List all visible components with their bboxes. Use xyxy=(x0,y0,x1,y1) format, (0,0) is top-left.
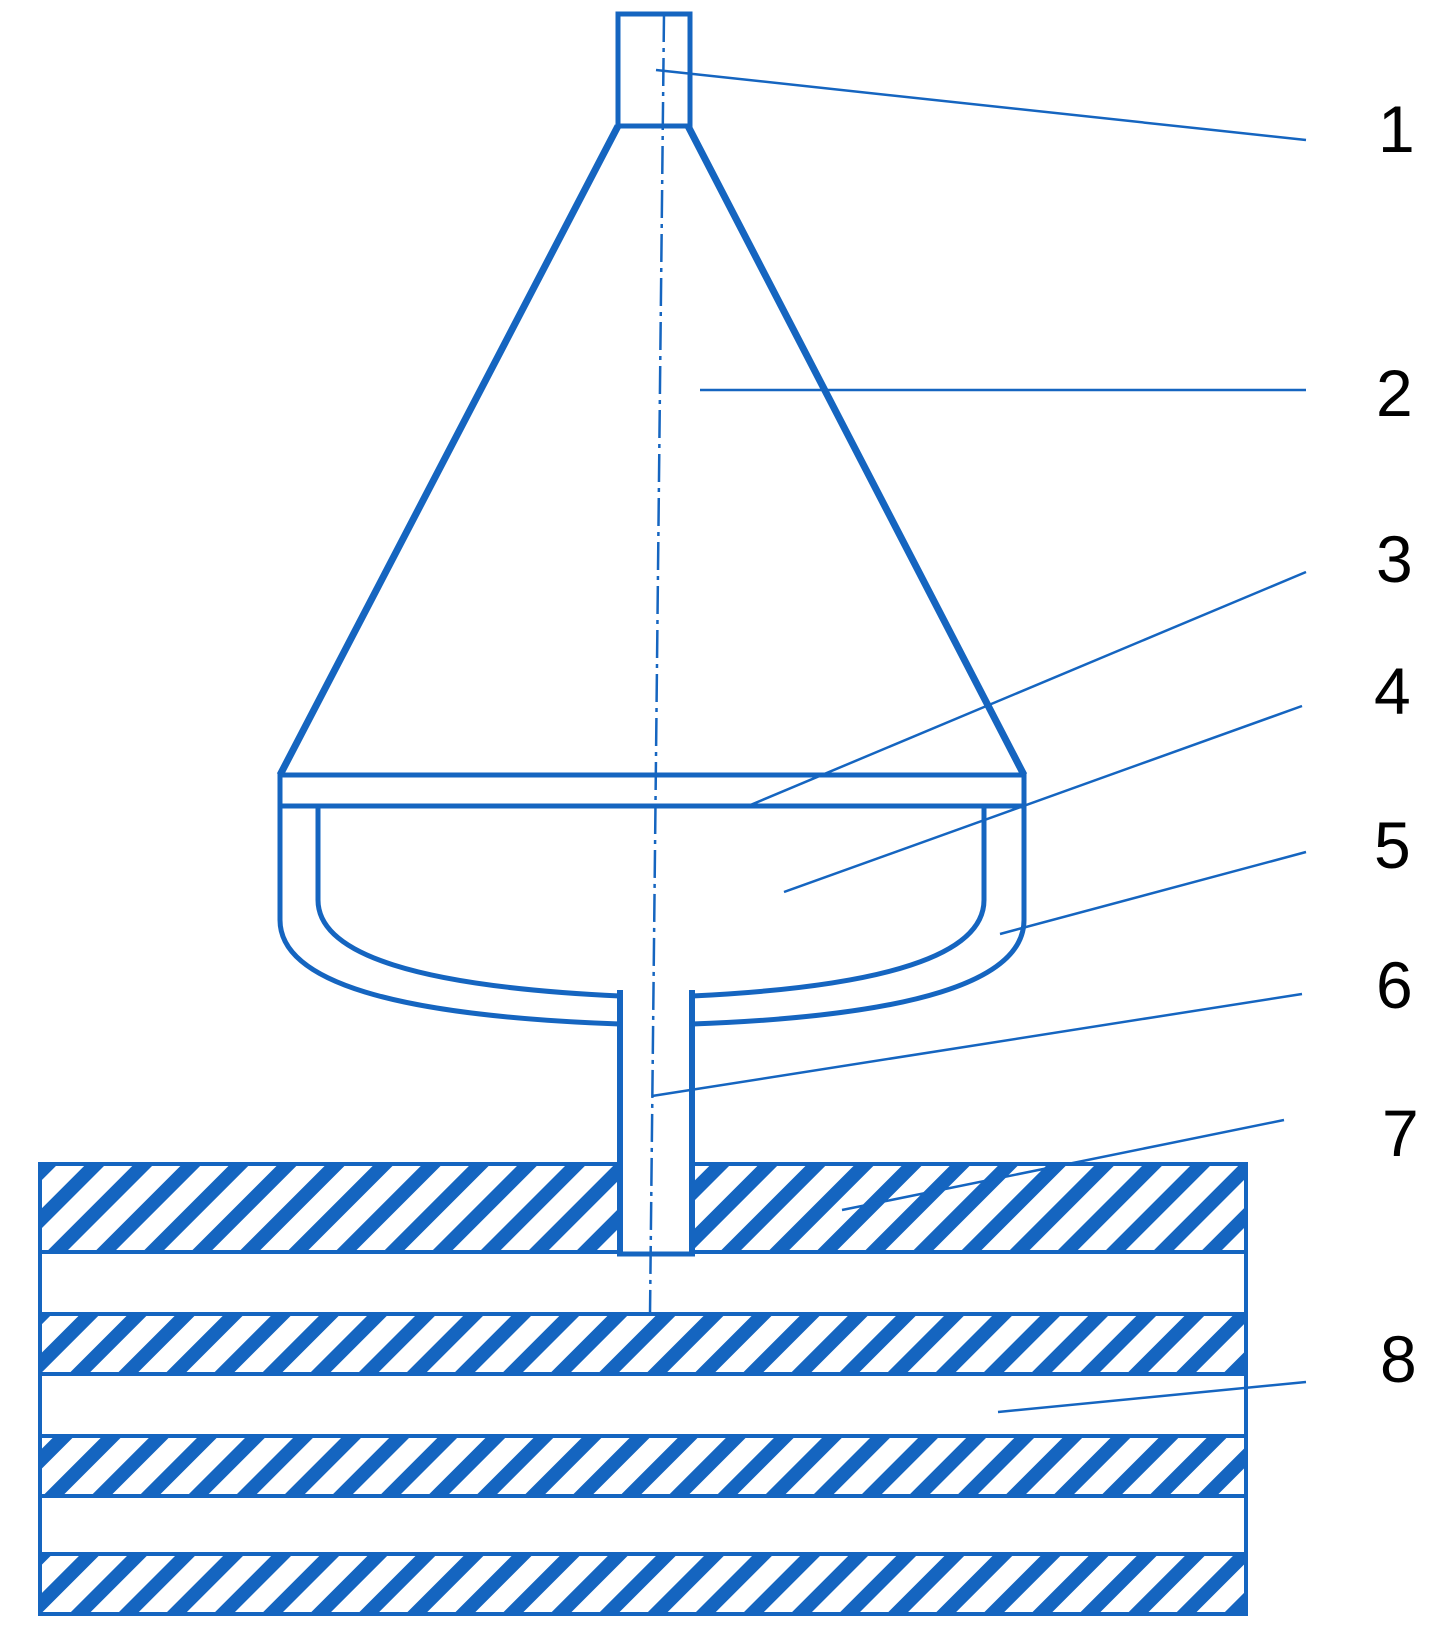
bowl xyxy=(277,806,1027,1027)
centerline xyxy=(648,13,666,1315)
leader-line-7 xyxy=(841,1118,1285,1212)
leader-line-8 xyxy=(997,1380,1307,1414)
pipe-cutout xyxy=(620,990,692,1254)
callout-5: 5 xyxy=(1374,808,1411,882)
callout-numbers: 1 2 3 4 5 6 7 8 xyxy=(1374,92,1419,1396)
hatched-layer-bottom xyxy=(38,1552,1248,1616)
leader-line-4 xyxy=(783,704,1303,894)
cone-right-edge xyxy=(684,124,1028,777)
cone-left-edge xyxy=(276,124,622,777)
pipe xyxy=(617,990,695,1257)
hatched-layer-2 xyxy=(38,1312,1248,1376)
leader-line-5 xyxy=(999,850,1307,936)
rim-plate xyxy=(277,772,1027,809)
bowl-inner-wall xyxy=(315,806,987,999)
leader-line-1 xyxy=(655,68,1307,142)
leader-line-3 xyxy=(747,570,1307,808)
callout-6: 6 xyxy=(1376,948,1413,1022)
nozzle xyxy=(615,11,693,129)
gap-layer-1 xyxy=(38,1250,1248,1316)
cone xyxy=(276,124,1028,777)
gap-layer-2 xyxy=(38,1372,1248,1438)
gap-layer-3 xyxy=(38,1494,1248,1556)
bowl-outer-wall xyxy=(277,806,1027,1027)
callout-3: 3 xyxy=(1376,522,1413,596)
leader-line-6 xyxy=(651,992,1303,1098)
rim-plate-rect xyxy=(277,772,1027,809)
callout-4: 4 xyxy=(1374,654,1411,728)
callout-1: 1 xyxy=(1378,92,1415,166)
callout-2: 2 xyxy=(1376,356,1413,430)
callout-8: 8 xyxy=(1380,1322,1417,1396)
callout-7: 7 xyxy=(1382,1096,1419,1170)
hatched-layer-3 xyxy=(38,1434,1248,1498)
leader-lines xyxy=(651,68,1307,1414)
layered-base xyxy=(38,1162,1248,1616)
